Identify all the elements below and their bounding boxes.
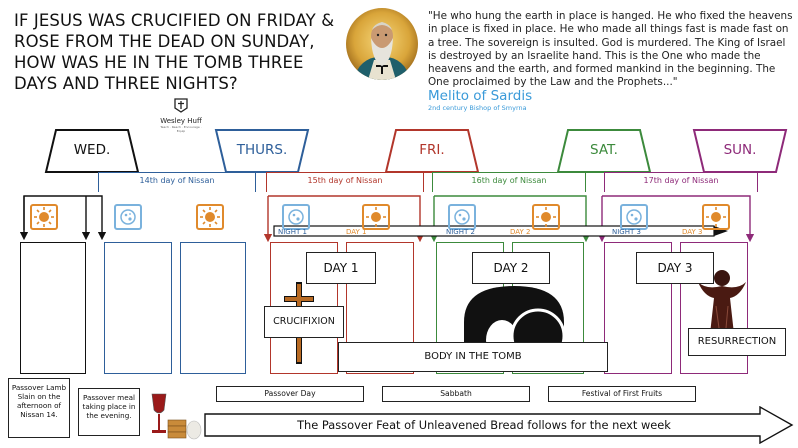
sun-icon (196, 204, 224, 230)
moon-icon (114, 204, 142, 230)
thurs-night-column (104, 242, 172, 374)
moon-icon (448, 204, 476, 230)
sun-icon (30, 204, 58, 230)
sun-icon (532, 204, 560, 230)
nissan-17-bracket: 17th day of Nissan (604, 172, 758, 192)
arrow-text: The Passover Feat of Unleavened Bread fo… (204, 416, 764, 434)
crucifixion-box: CRUCIFIXION (264, 306, 344, 338)
nissan-15-bracket: 15th day of Nissan (266, 172, 424, 192)
day-2-box: DAY 2 (472, 252, 550, 284)
passover-meal-note: Passover meal taking place in the evenin… (78, 388, 140, 436)
sabbath-label: Sabbath (382, 386, 530, 402)
day-1-box: DAY 1 (306, 252, 376, 284)
nissan-14-bracket: 14th day of Nissan (98, 172, 256, 192)
resurrection-box: RESURRECTION (688, 328, 786, 356)
thurs-day-column (180, 242, 246, 374)
day-3-box: DAY 3 (636, 252, 714, 284)
day-3-label: DAY 3 (682, 228, 702, 236)
passover-day-label: Passover Day (216, 386, 364, 402)
night-3-label: NIGHT 3 (612, 228, 641, 236)
sun-icon (362, 204, 390, 230)
moon-icon (620, 204, 648, 230)
nissan-16-bracket: 16th day of Nissan (432, 172, 586, 192)
unleavened-bread-arrow: The Passover Feat of Unleavened Bread fo… (204, 406, 794, 444)
moon-icon (282, 204, 310, 230)
passover-lamb-note: Passover Lamb Slain on the afternoon of … (8, 378, 70, 438)
passover-meal-icon (148, 392, 202, 444)
night-1-label: NIGHT 1 (278, 228, 307, 236)
first-fruits-label: Festival of First Fruits (548, 386, 696, 402)
body-in-tomb-box: BODY IN THE TOMB (338, 342, 608, 372)
day-2-label: DAY 2 (510, 228, 530, 236)
night-2-label: NIGHT 2 (446, 228, 475, 236)
wed-day-column (20, 242, 86, 374)
sun-icon (702, 204, 730, 230)
day-1-label: DAY 1 (346, 228, 366, 236)
